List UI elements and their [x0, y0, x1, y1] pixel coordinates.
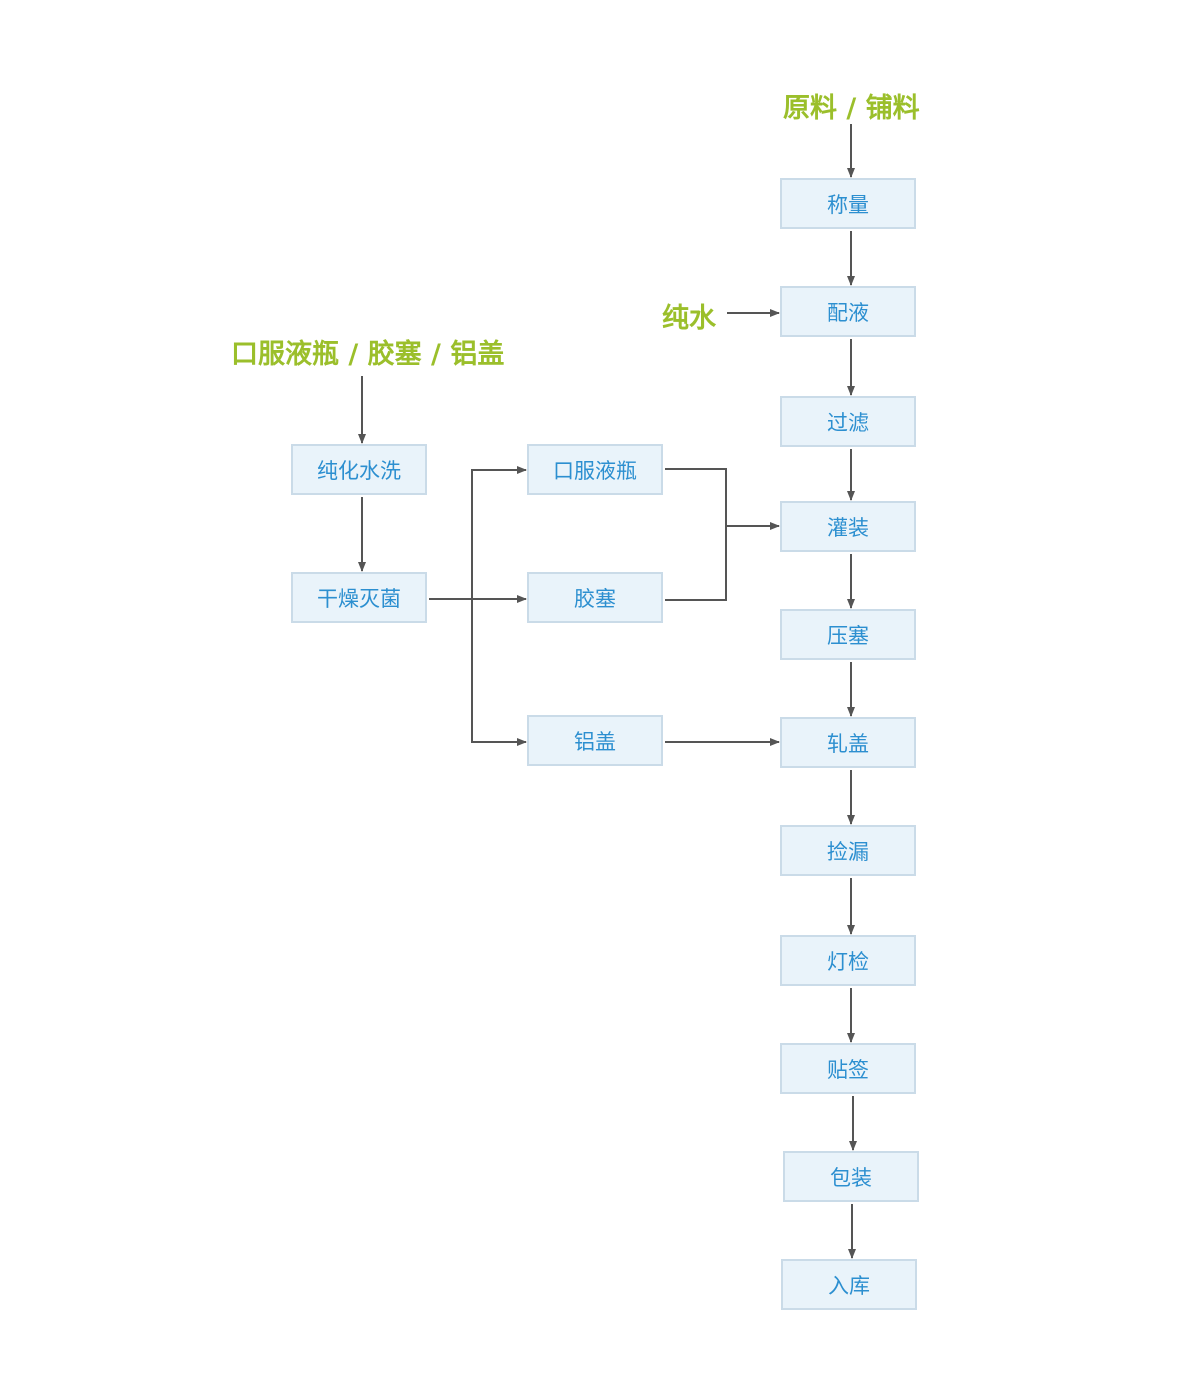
- input-containers: 口服液瓶 / 胶塞 / 铝盖: [231, 339, 505, 370]
- input-raw-materials: 原料 / 铺料: [783, 93, 920, 124]
- step-weighing: 称量: [780, 178, 916, 229]
- step-dry-sterilize: 干燥灭菌: [291, 572, 427, 623]
- step-light-inspection: 灯检: [780, 935, 916, 986]
- step-packaging: 包装: [783, 1151, 919, 1202]
- step-filling: 灌装: [780, 501, 916, 552]
- component-aluminum-cap: 铝盖: [527, 715, 663, 766]
- input-pure-water: 纯水: [662, 303, 716, 334]
- line-bottle-to-merge: [665, 468, 727, 601]
- arrow-dry-to-cap: [471, 599, 527, 746]
- component-rubber-stopper: 胶塞: [527, 572, 663, 623]
- step-warehousing: 入库: [781, 1259, 917, 1310]
- step-mixing: 配液: [780, 286, 916, 337]
- step-purified-water-wash: 纯化水洗: [291, 444, 427, 495]
- step-capping: 轧盖: [780, 717, 916, 768]
- step-stoppering: 压塞: [780, 609, 916, 660]
- step-filtration: 过滤: [780, 396, 916, 447]
- arrow-dry-to-bottle: [471, 466, 527, 599]
- step-labeling: 贴签: [780, 1043, 916, 1094]
- step-leak-check: 捡漏: [780, 825, 916, 876]
- component-oral-bottle: 口服液瓶: [527, 444, 663, 495]
